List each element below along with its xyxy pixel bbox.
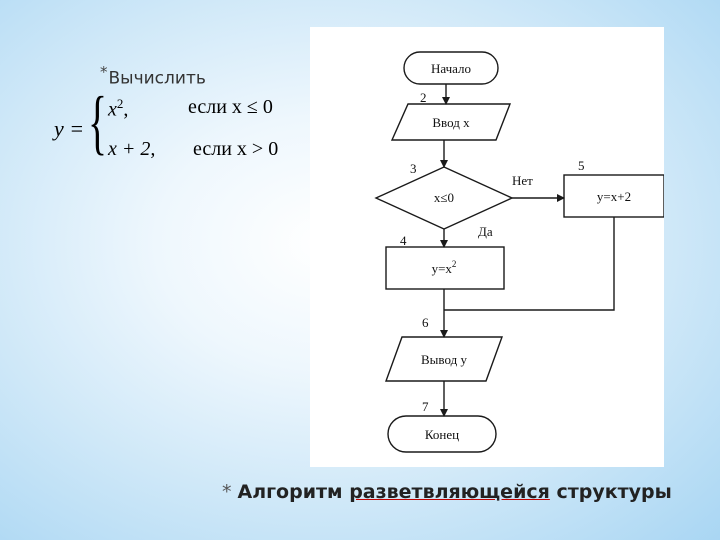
caption-star-icon: *	[222, 481, 232, 503]
output-label: Вывод y	[421, 352, 467, 367]
formula-lhs: y =	[54, 116, 85, 141]
task-heading: *Вычислить	[100, 63, 206, 89]
step-number-3: 3	[410, 161, 417, 176]
assign-true-label: y=x2	[432, 259, 457, 276]
caption-word-1: Алгоритм	[237, 481, 343, 503]
slide-caption: *Алгоритм разветвляющейся структуры	[222, 481, 672, 503]
formula-case-1: x2, если x ≤ 0	[108, 96, 273, 122]
input-block	[390, 103, 512, 141]
piecewise-formula: y = { x2, если x ≤ 0 x + 2, если x > 0	[50, 86, 300, 168]
case-2-expression: x + 2,	[108, 138, 156, 160]
end-label: Конец	[425, 427, 459, 442]
arrow-false-merge	[444, 217, 615, 311]
branch-yes-label: Да	[478, 224, 493, 239]
case-1-condition: если x ≤ 0	[188, 96, 273, 118]
start-label: Начало	[431, 61, 471, 76]
decision-label: x≤0	[434, 190, 454, 205]
flowchart-svg: Начало Ввод x x≤0 y=x2 y=x+2 Вывод y Кон…	[374, 51, 664, 453]
caption-word-3: структуры	[556, 481, 672, 503]
caption-word-2: разветвляющейся	[349, 481, 550, 503]
left-brace-icon: {	[88, 82, 108, 162]
step-number-6: 6	[422, 315, 429, 330]
step-number-7: 7	[422, 399, 429, 414]
formula-case-2: x + 2, если x > 0	[108, 138, 278, 161]
output-block	[385, 336, 503, 382]
flowchart-panel: Начало Ввод x x≤0 y=x2 y=x+2 Вывод y Кон…	[310, 27, 664, 467]
task-heading-text: Вычислить	[108, 68, 206, 89]
step-number-4: 4	[400, 233, 407, 248]
case-1-expression: x	[108, 98, 117, 121]
assign-false-label: y=x+2	[597, 189, 631, 204]
case-2-condition: если x > 0	[193, 138, 279, 160]
branch-no-label: Нет	[512, 173, 533, 188]
assign-true-power: 2	[452, 259, 457, 269]
start-terminator	[403, 51, 499, 85]
step-number-2: 2	[420, 90, 427, 105]
input-label: Ввод x	[432, 115, 470, 130]
case-1-power: 2	[116, 96, 124, 111]
step-number-5: 5	[578, 158, 585, 173]
case-1-separator: ,	[123, 98, 129, 121]
assign-true-text: y=x	[432, 261, 453, 276]
bullet-star-icon: *	[100, 63, 108, 81]
